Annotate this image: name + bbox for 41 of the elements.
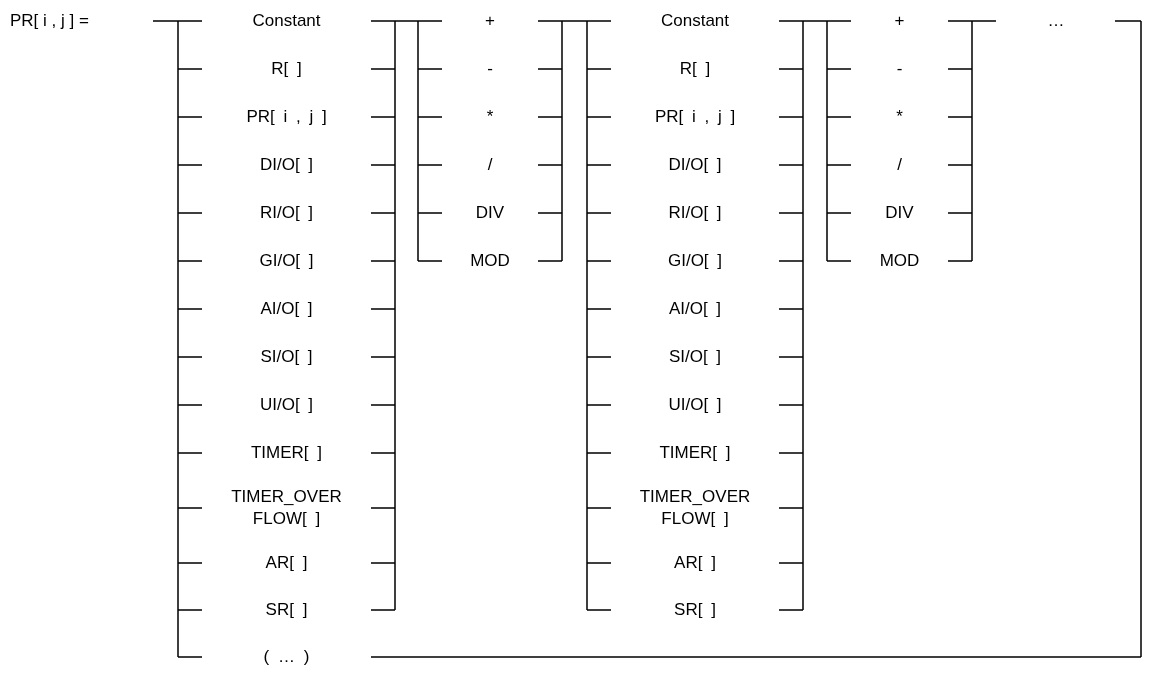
option-term: UI/O[ ] [668,394,722,416]
option-term: ( … ) [263,646,310,668]
operator-symbol: * [896,106,903,128]
option-term: DI/O[ ] [259,154,314,176]
operator-symbol: / [897,154,902,176]
operator-symbol: * [486,106,494,128]
option-term: TIMER[ ] [659,442,731,464]
option-term: Constant [252,10,321,32]
option-term: SR[ ] [674,599,716,621]
option-term: UI/O[ ] [259,394,314,416]
option-term: AR[ ] [265,552,308,574]
option-term: SI/O[ ] [260,346,313,368]
option-term: TIMER_OVER FLOW[ ] [230,486,343,530]
option-term: RI/O[ ] [668,202,722,224]
option-term: R[ ] [679,58,711,80]
operator-symbol: / [487,154,493,176]
ellipsis: … [1047,10,1065,32]
operator-symbol: DIV [885,202,914,224]
option-term: PR[ i , j ] [246,106,327,128]
option-term: AI/O[ ] [260,298,313,320]
option-term: SI/O[ ] [668,346,722,368]
operator-symbol: + [894,10,905,32]
operator-symbol: MOD [470,250,510,272]
option-term: RI/O[ ] [259,202,314,224]
option-term: Constant [661,10,729,32]
option-term: GI/O[ ] [667,250,723,272]
option-term: TIMER[ ] [250,442,323,464]
option-term: AR[ ] [674,552,716,574]
option-term: GI/O[ ] [259,250,314,272]
option-term: R[ ] [271,58,302,80]
option-term: SR[ ] [265,599,308,621]
operator-symbol: - [487,58,493,80]
expression-label: PR[ i , j ] = [10,11,89,31]
operator-symbol: MOD [879,250,920,272]
operator-symbol: DIV [475,202,505,224]
option-term: TIMER_OVER FLOW[ ] [638,486,752,530]
option-term: AI/O[ ] [668,298,722,320]
operator-symbol: - [896,58,903,80]
option-term: PR[ i , j ] [654,106,736,128]
operator-symbol: + [485,10,495,32]
option-term: DI/O[ ] [668,154,722,176]
